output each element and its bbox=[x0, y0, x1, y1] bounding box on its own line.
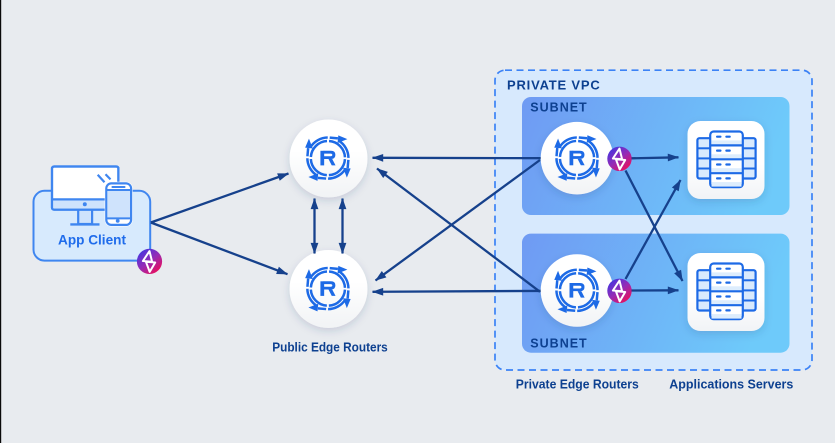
svg-text:PRIVATE VPC: PRIVATE VPC bbox=[507, 78, 601, 93]
svg-text:Applications Servers: Applications Servers bbox=[669, 377, 793, 392]
svg-text:Public Edge Routers: Public Edge Routers bbox=[272, 340, 388, 355]
svg-text:SUBNET: SUBNET bbox=[530, 337, 587, 351]
svg-text:Private Edge Routers: Private Edge Routers bbox=[516, 377, 639, 392]
svg-text:SUBNET: SUBNET bbox=[530, 101, 587, 115]
svg-text:App Client: App Client bbox=[58, 233, 126, 248]
